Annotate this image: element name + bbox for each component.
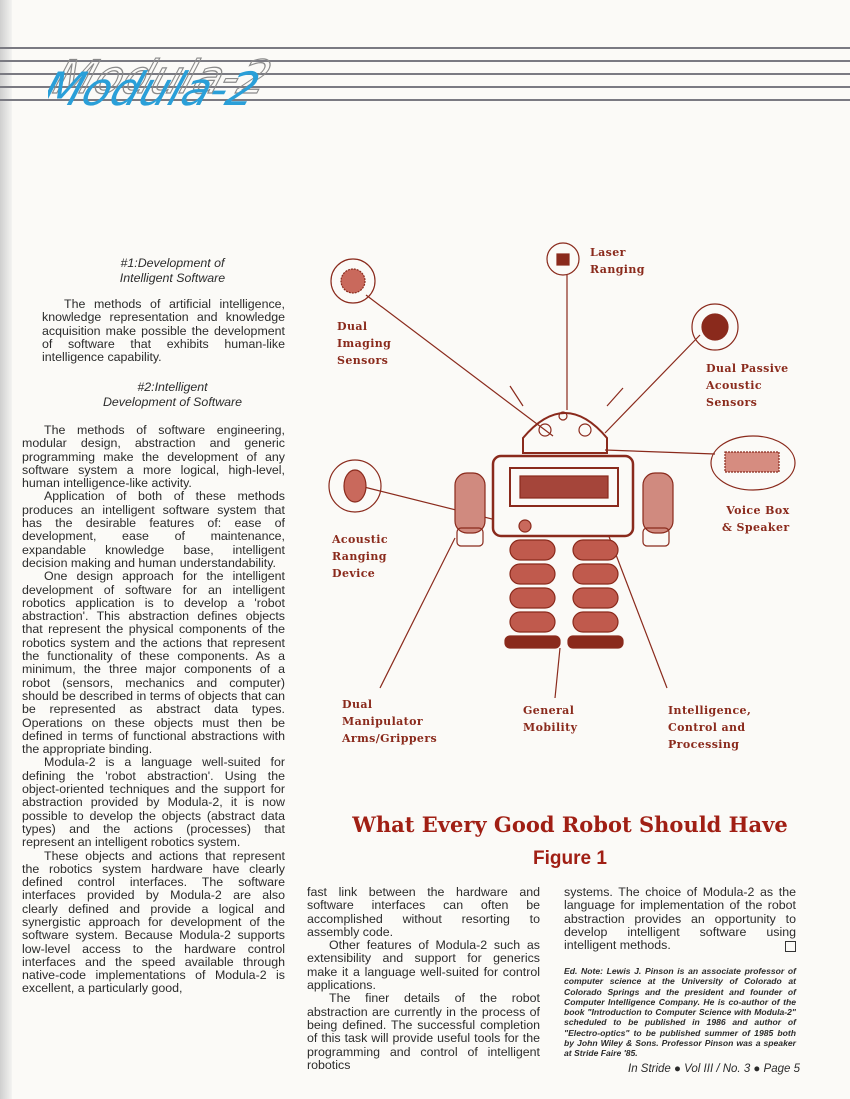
staff-line [0,47,850,49]
page-footer: In Stride ● Vol III / No. 3 ● Page 5 [628,1063,800,1075]
paragraph: The methods of artificial intelligence, … [42,297,285,365]
end-mark-icon [785,941,796,953]
logo-shadow-text: Modula-2 [48,51,278,105]
robot-legs [504,539,624,649]
paragraph: fast link between the hardware and softw… [307,885,540,939]
robot-arm-right [642,472,674,534]
editor-note: Ed. Note: Lewis J. Pinson is an associat… [564,966,796,1059]
figure-title: What Every Good Robot Should Have [352,812,788,837]
column-3: systems. The choice of Modula-2 as the l… [564,885,796,953]
label-manipulator: Dual Manipulator Arms/Grippers [342,698,438,745]
label-dual-imaging: Dual Imaging Sensors [337,320,392,367]
column-1-block-a: The methods of artificial intelligence, … [42,297,285,365]
leader-line [604,334,701,434]
paragraph-text: systems. The choice of Modula-2 as the l… [564,885,796,953]
paragraph: The finer details of the robot abstracti… [307,991,540,1072]
paragraph: systems. The choice of Modula-2 as the l… [564,885,796,953]
label-voice-box: Voice Box & Speaker [722,504,790,534]
staff-line [0,86,850,88]
heading-1-line-1: #1:Development of [120,256,225,270]
label-laser: Laser Ranging [590,246,645,276]
paragraph: Other features of Modula-2 such as exten… [307,938,540,993]
figure-subtitle: Figure 1 [533,848,607,869]
staff-line [0,99,850,101]
robot-figure [328,242,796,699]
page-edge-shadow [0,0,12,1099]
leader-line [554,647,561,699]
paragraph: Modula-2 is a language well-suited for d… [22,755,285,850]
passive-acoustic-icon [691,303,739,351]
column-1-block-b: The methods of software engineering, mod… [22,423,285,996]
paragraph: One design approach for the intelligent … [22,569,285,757]
voice-box-icon [710,435,796,491]
leader-line [604,449,716,455]
column-2: fast link between the hardware and softw… [307,885,540,1072]
paragraph: Application of both of these methods pro… [22,489,285,570]
label-mobility: General Mobility [523,704,578,734]
staff-line [0,73,850,75]
label-intelligence: Intelligence, Control and Processing [668,704,752,751]
heading-1-line-2: Intelligent Software [119,271,226,285]
heading-1: #1:Development of Intelligent Software [60,256,285,286]
laser-icon [546,242,580,276]
label-dual-passive: Dual Passive Acoustic Sensors [706,362,789,409]
label-acoustic-ranging: Acoustic Ranging Device [332,533,388,580]
imaging-sensor-icon [330,258,376,304]
heading-2-line-2: Development of Software [102,395,243,409]
paragraph: The methods of software engineering, mod… [22,423,285,491]
modula2-logo: Modula-2 Modula-2 [48,50,278,117]
logo-text: Modula-2 [48,63,266,117]
leader-line [365,294,554,437]
acoustic-ranging-icon [328,459,382,513]
staff-line [0,60,850,62]
paragraph: These objects and actions that represent… [22,848,285,996]
robot-head [522,412,608,454]
robot-arm-left [454,472,486,534]
leader-line [379,537,456,689]
heading-2-line-1: #2:Intelligent [137,380,208,394]
heading-2: #2:Intelligent Development of Software [60,380,285,410]
